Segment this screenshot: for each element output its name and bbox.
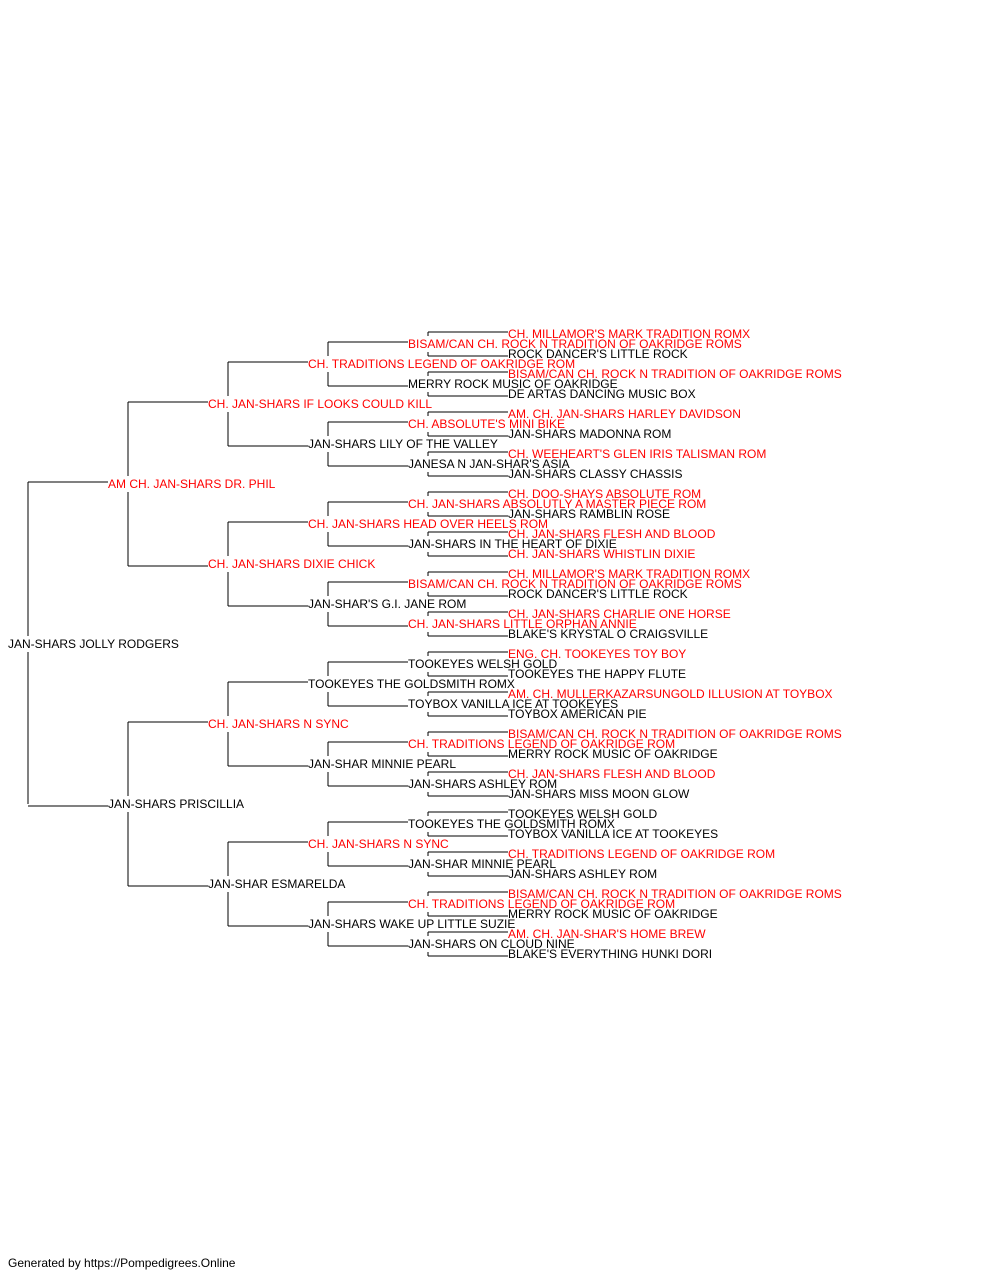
ancestor-name: BISAM/CAN CH. ROCK N TRADITION OF OAKRID…	[508, 367, 842, 381]
pedigree-connector-lines	[27, 331, 508, 957]
ancestor-name: CH. MILLAMOR'S MARK TRADITION ROMX	[508, 567, 750, 581]
ancestor-name: JAN-SHARS MISS MOON GLOW	[508, 787, 690, 801]
ancestor-name: JAN-SHAR ESMARELDA	[208, 877, 345, 891]
ancestor-name: CH. JAN-SHARS CHARLIE ONE HORSE	[508, 607, 731, 621]
ancestor-name: AM CH. JAN-SHARS DR. PHIL	[108, 477, 276, 491]
ancestor-name: CH. JAN-SHARS DIXIE CHICK	[208, 557, 375, 571]
ancestor-name: JAN-SHARS RAMBLIN ROSE	[508, 507, 670, 521]
ancestor-name: JAN-SHARS CLASSY CHASSIS	[508, 467, 683, 481]
ancestor-name: TOYBOX VANILLA ICE AT TOOKEYES	[508, 827, 718, 841]
ancestor-name: CH. JAN-SHARS IF LOOKS COULD KILL	[208, 397, 432, 411]
ancestor-name: MERRY ROCK MUSIC OF OAKRIDGE	[508, 907, 718, 921]
ancestor-name: JAN-SHARS ON CLOUD NINE	[408, 937, 575, 951]
ancestor-name: JAN-SHAR MINNIE PEARL	[408, 857, 556, 871]
generated-by-footer: Generated by https://Pompedigrees.Online	[8, 1256, 236, 1270]
ancestor-name: CH. JAN-SHARS N SYNC	[308, 837, 449, 851]
ancestor-name: BISAM/CAN CH. ROCK N TRADITION OF OAKRID…	[508, 887, 842, 901]
subject-dog-name: JAN-SHARS JOLLY RODGERS	[8, 637, 179, 651]
ancestor-name: TOOKEYES THE GOLDSMITH ROMX	[408, 817, 615, 831]
ancestor-name: JAN-SHARS LILY OF THE VALLEY	[308, 437, 498, 451]
ancestor-name: CH. JAN-SHARS LITTLE ORPHAN ANNIE	[408, 617, 637, 631]
ancestor-name: ROCK DANCER'S LITTLE ROCK	[508, 347, 688, 361]
ancestor-name: CH. TRADITIONS LEGEND OF OAKRIDGE ROM	[508, 847, 775, 861]
ancestor-name: CH. JAN-SHARS FLESH AND BLOOD	[508, 527, 716, 541]
ancestor-name: ROCK DANCER'S LITTLE ROCK	[508, 587, 688, 601]
ancestor-name: CH. JAN-SHARS ABSOLUTLY A MASTER PIECE R…	[408, 497, 706, 511]
ancestor-name: JAN-SHARS ASHLEY ROM	[508, 867, 657, 881]
ancestor-name: TOOKEYES WELSH GOLD	[408, 657, 557, 671]
pedigree-tree: JAN-SHARS JOLLY RODGERS AM CH. JAN-SHARS …	[8, 327, 842, 961]
ancestor-name: TOYBOX AMERICAN PIE	[508, 707, 646, 721]
ancestor-name: CH. TRADITIONS LEGEND OF OAKRIDGE ROM	[408, 737, 675, 751]
ancestor-name: JANESA N JAN-SHAR'S ASIA	[408, 457, 570, 471]
ancestor-name: CH. MILLAMOR'S MARK TRADITION ROMX	[508, 327, 750, 341]
ancestor-name: BISAM/CAN CH. ROCK N TRADITION OF OAKRID…	[408, 577, 742, 591]
ancestor-name: JAN-SHARS ASHLEY ROM	[408, 777, 557, 791]
ancestor-name: CH. ABSOLUTE'S MINI BIKE	[408, 417, 565, 431]
ancestor-name: JAN-SHARS PRISCILLIA	[108, 797, 244, 811]
ancestor-name: CH. JAN-SHARS HEAD OVER HEELS ROM	[308, 517, 548, 531]
ancestor-name: JAN-SHARS IN THE HEART OF DIXIE	[408, 537, 617, 551]
ancestor-name: MERRY ROCK MUSIC OF OAKRIDGE	[408, 377, 618, 391]
ancestor-name: ENG. CH. TOOKEYES TOY BOY	[508, 647, 686, 661]
ancestor-name: CH. DOO-SHAYS ABSOLUTE ROM	[508, 487, 701, 501]
ancestor-name: AM. CH. JAN-SHARS HARLEY DAVIDSON	[508, 407, 741, 421]
pedigree-labels: JAN-SHARS JOLLY RODGERS AM CH. JAN-SHARS …	[8, 327, 842, 961]
ancestor-name: BISAM/CAN CH. ROCK N TRADITION OF OAKRID…	[408, 337, 742, 351]
ancestor-name: TOOKEYES THE GOLDSMITH ROMX	[308, 677, 515, 691]
ancestor-name: JAN-SHAR MINNIE PEARL	[308, 757, 456, 771]
ancestor-name: JAN-SHARS MADONNA ROM	[508, 427, 671, 441]
ancestor-name: TOOKEYES THE HAPPY FLUTE	[508, 667, 686, 681]
ancestor-name: CH. WEEHEART'S GLEN IRIS TALISMAN ROM	[508, 447, 766, 461]
ancestor-name: BLAKE'S KRYSTAL O CRAIGSVILLE	[508, 627, 708, 641]
ancestor-name: TOYBOX VANILLA ICE AT TOOKEYES	[408, 697, 618, 711]
ancestor-name: CH. TRADITIONS LEGEND OF OAKRIDGE ROM	[408, 897, 675, 911]
ancestor-name: TOOKEYES WELSH GOLD	[508, 807, 657, 821]
ancestor-name: BISAM/CAN CH. ROCK N TRADITION OF OAKRID…	[508, 727, 842, 741]
ancestor-name: JAN-SHAR'S G.I. JANE ROM	[308, 597, 466, 611]
ancestor-name: CH. TRADITIONS LEGEND OF OAKRIDGE ROM	[308, 357, 575, 371]
ancestor-name: DE ARTAS DANCING MUSIC BOX	[508, 387, 696, 401]
ancestor-name: CH. JAN-SHARS FLESH AND BLOOD	[508, 767, 716, 781]
ancestor-name: MERRY ROCK MUSIC OF OAKRIDGE	[508, 747, 718, 761]
ancestor-name: BLAKE'S EVERYTHING HUNKI DORI	[508, 947, 712, 961]
ancestor-name: JAN-SHARS WAKE UP LITTLE SUZIE	[308, 917, 515, 931]
ancestor-name: AM. CH. MULLERKAZARSUNGOLD ILLUSION AT T…	[508, 687, 833, 701]
ancestor-name: AM. CH. JAN-SHAR'S HOME BREW	[508, 927, 706, 941]
ancestor-name: CH. JAN-SHARS N SYNC	[208, 717, 349, 731]
ancestor-name: CH. JAN-SHARS WHISTLIN DIXIE	[508, 547, 695, 561]
